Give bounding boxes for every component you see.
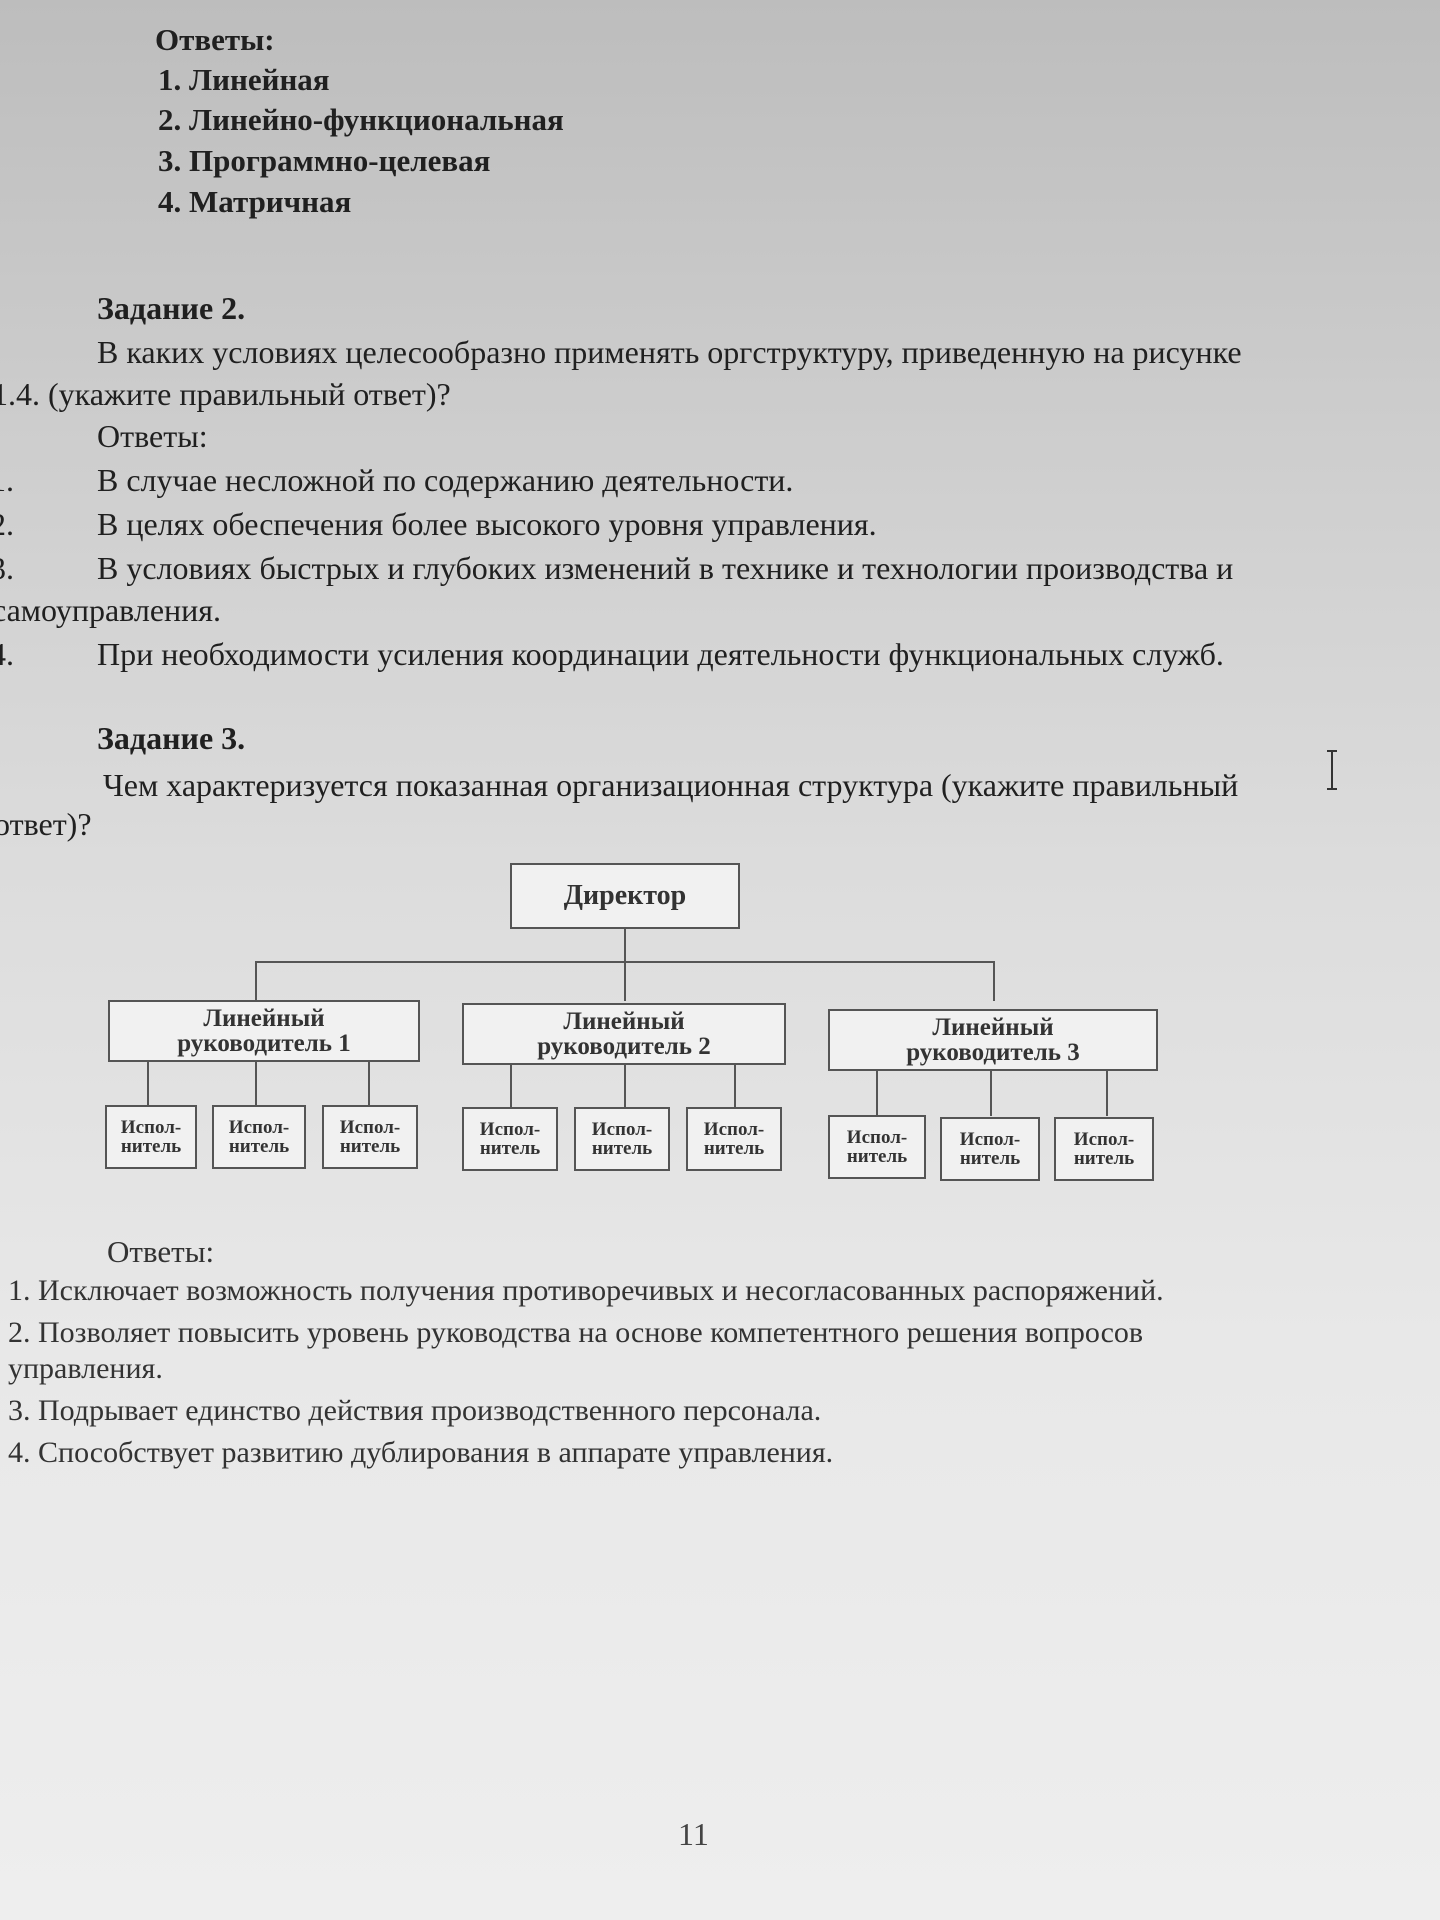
task2-answers-heading: Ответы:	[97, 418, 208, 454]
task1-option: 1. Линейная	[158, 62, 330, 97]
connector-line	[1106, 1070, 1108, 1116]
connector-line	[734, 1063, 736, 1107]
task3-title: Задание 3.	[97, 720, 246, 756]
executor-box: Испол- нитель	[322, 1105, 418, 1169]
task2-answer-num: 4.	[0, 636, 14, 672]
executor-label: Испол- нитель	[703, 1119, 765, 1159]
executor-label: Испол- нитель	[959, 1129, 1021, 1169]
task2-answer: самоуправления.	[0, 592, 221, 628]
connector-line	[368, 1060, 370, 1106]
connector-line	[510, 1063, 512, 1107]
task2-answer: В условиях быстрых и глубоких изменений …	[97, 550, 1234, 586]
task2-answer-num: 3.	[0, 550, 14, 586]
task3-answers-heading: Ответы:	[107, 1234, 215, 1269]
executor-box: Испол- нитель	[462, 1107, 558, 1171]
executor-label: Испол- нитель	[591, 1119, 653, 1159]
connector-line	[147, 1060, 149, 1106]
executor-box: Испол- нитель	[828, 1115, 926, 1179]
connector-line	[255, 1060, 257, 1106]
task2-answer-num: 2.	[0, 506, 14, 542]
org-chart: Директор Линейный руководитель 1 Линейны…	[100, 855, 1180, 1195]
executor-label: Испол- нитель	[339, 1117, 401, 1157]
executor-label: Испол- нитель	[846, 1127, 908, 1167]
director-label: Директор	[563, 880, 687, 911]
task3-answer: управления.	[8, 1352, 163, 1385]
task2-answer-num: 1.	[0, 462, 14, 498]
task2-title: Задание 2.	[97, 290, 246, 326]
task3-answer: 3. Подрывает единство действия производс…	[8, 1394, 822, 1427]
executor-label: Испол- нитель	[479, 1119, 541, 1159]
task2-answer: В случае несложной по содержанию деятель…	[97, 462, 794, 498]
manager-label: Линейный руководитель 1	[177, 1005, 351, 1057]
manager-box-1: Линейный руководитель 1	[108, 1000, 420, 1062]
task2-question: В каких условиях целесообразно применять…	[97, 334, 1242, 370]
task2-answer: При необходимости усиления координации д…	[97, 636, 1224, 672]
executor-box: Испол- нитель	[940, 1117, 1040, 1181]
task1-option: 2. Линейно-функциональная	[158, 102, 564, 137]
director-box: Директор	[510, 863, 740, 929]
connector-line	[624, 1063, 626, 1107]
connector-line	[993, 961, 995, 1001]
connector-line	[255, 961, 257, 1001]
executor-box: Испол- нитель	[574, 1107, 670, 1171]
manager-label: Линейный руководитель 3	[906, 1014, 1080, 1066]
executor-label: Испол- нитель	[1073, 1129, 1135, 1169]
task3-answer: 1. Исключает возможность получения проти…	[8, 1274, 1164, 1307]
executor-box: Испол- нитель	[212, 1105, 306, 1169]
task1-answers-heading: Ответы:	[155, 22, 275, 57]
connector-line	[624, 927, 626, 963]
task3-answer: 4. Способствует развитию дублирования в …	[8, 1436, 834, 1469]
connector-line	[990, 1070, 992, 1116]
task3-question: Чем характеризуется показанная организац…	[103, 767, 1239, 803]
executor-label: Испол- нитель	[228, 1117, 290, 1157]
executor-box: Испол- нитель	[686, 1107, 782, 1171]
task2-answer: В целях обеспечения более высокого уровн…	[97, 506, 877, 542]
task2-question: 1.4. (укажите правильный ответ)?	[0, 376, 451, 412]
task3-question: ответ)?	[0, 806, 92, 842]
page-number: 11	[678, 1816, 709, 1852]
task1-option: 3. Программно-целевая	[158, 143, 491, 178]
executor-box: Испол- нитель	[105, 1105, 197, 1169]
text-cursor-icon	[1327, 750, 1337, 790]
task3-answer: 2. Позволяет повысить уровень руководств…	[8, 1316, 1144, 1349]
executor-box: Испол- нитель	[1054, 1117, 1154, 1181]
manager-label: Линейный руководитель 2	[537, 1008, 711, 1060]
manager-box-3: Линейный руководитель 3	[828, 1009, 1158, 1071]
executor-label: Испол- нитель	[120, 1117, 182, 1157]
manager-box-2: Линейный руководитель 2	[462, 1003, 786, 1065]
connector-line	[876, 1070, 878, 1116]
task1-option: 4. Матричная	[158, 184, 352, 219]
connector-line	[624, 961, 626, 1001]
